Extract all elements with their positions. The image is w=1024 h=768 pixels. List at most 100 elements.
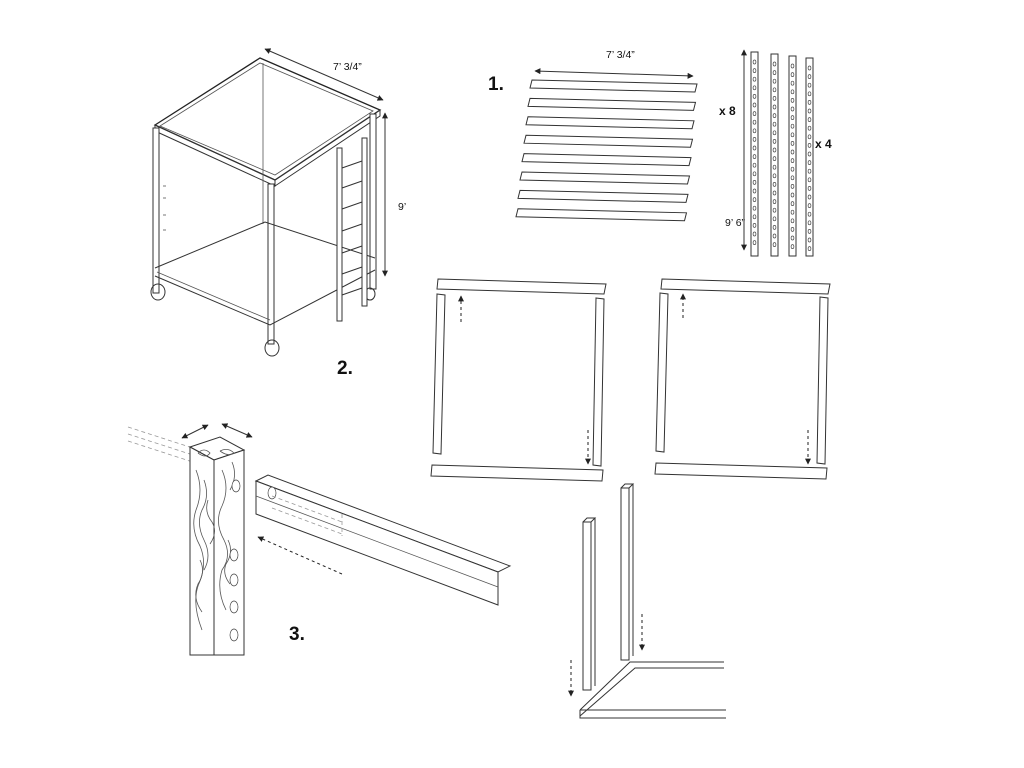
post-hole bbox=[752, 240, 757, 245]
post-hole bbox=[772, 121, 777, 127]
post-hole bbox=[790, 63, 795, 69]
post-hole bbox=[772, 190, 777, 196]
post-hole bbox=[752, 119, 757, 125]
post-hole bbox=[790, 201, 795, 206]
post-hole bbox=[807, 160, 812, 165]
cube-height-label: 9’ bbox=[398, 201, 406, 213]
post-hole bbox=[807, 151, 812, 157]
post-hole bbox=[752, 128, 757, 134]
post-hole bbox=[790, 184, 795, 189]
post-hole bbox=[790, 244, 795, 249]
post-hole bbox=[752, 154, 757, 159]
post-hole bbox=[790, 209, 795, 215]
post-hole bbox=[772, 164, 777, 170]
post-hole bbox=[790, 158, 795, 163]
post-hole bbox=[752, 180, 757, 185]
step-2-number: 2. bbox=[337, 358, 353, 379]
post-hole bbox=[807, 186, 812, 191]
post-piece bbox=[750, 51, 759, 257]
post-hole bbox=[807, 168, 812, 174]
post-hole bbox=[807, 125, 812, 131]
post-hole bbox=[807, 220, 812, 226]
post-hole bbox=[807, 246, 812, 251]
crossbar-piece bbox=[517, 189, 689, 203]
post-hole bbox=[790, 166, 795, 172]
crossbars: 7’ 3/4” x 8 bbox=[515, 49, 736, 222]
post-hole bbox=[752, 76, 757, 82]
joint-detail bbox=[127, 423, 512, 656]
post-hole bbox=[807, 108, 812, 114]
post-hole bbox=[790, 115, 795, 120]
dimension-arrow-icon bbox=[221, 423, 253, 438]
post-hole bbox=[772, 61, 777, 67]
crossbar-piece bbox=[521, 153, 692, 167]
post-hole bbox=[772, 199, 777, 204]
post-hole bbox=[807, 117, 812, 122]
crossbar-piece bbox=[523, 134, 694, 148]
post-hole bbox=[790, 235, 795, 241]
post-hole bbox=[752, 145, 757, 151]
post-hole bbox=[790, 149, 795, 155]
post-hole bbox=[807, 143, 812, 148]
post-hole bbox=[752, 214, 757, 220]
dimension-arrow-icon bbox=[264, 48, 384, 101]
dashed-arrow-icon bbox=[257, 536, 343, 575]
post-hole bbox=[790, 175, 795, 181]
post-hole bbox=[790, 106, 795, 112]
post-hole bbox=[752, 68, 757, 73]
post-hole bbox=[807, 100, 812, 105]
post-hole bbox=[790, 89, 795, 95]
step-3-number: 3. bbox=[289, 624, 305, 645]
frame-left bbox=[430, 278, 607, 482]
post-hole bbox=[772, 113, 777, 118]
post-hole bbox=[790, 80, 795, 86]
crossbar-piece bbox=[527, 97, 697, 111]
post-hole bbox=[807, 82, 812, 88]
post-hole bbox=[772, 104, 777, 110]
crossbar-length-label: 7’ 3/4” bbox=[606, 49, 635, 61]
post-hole bbox=[790, 192, 795, 198]
post-piece bbox=[770, 53, 779, 257]
post-hole bbox=[752, 94, 757, 99]
post-hole bbox=[752, 137, 757, 142]
post-hole bbox=[772, 96, 777, 101]
cube-width-label: 7’ 3/4” bbox=[333, 61, 362, 73]
post-hole bbox=[772, 130, 777, 136]
post-hole bbox=[752, 162, 757, 168]
post-hole bbox=[807, 91, 812, 97]
post-length-label: 9’ 6” bbox=[725, 217, 746, 229]
post-hole bbox=[790, 141, 795, 146]
post-hole bbox=[790, 132, 795, 138]
post-hole bbox=[752, 85, 757, 91]
crossbar-piece bbox=[525, 116, 695, 130]
post-hole bbox=[807, 74, 812, 79]
post-hole bbox=[807, 237, 812, 243]
post-hole bbox=[772, 70, 777, 75]
post-piece bbox=[805, 57, 814, 257]
post-hole bbox=[752, 171, 757, 177]
post-hole bbox=[807, 211, 812, 217]
dimension-arrow-icon bbox=[534, 68, 694, 79]
post-hole bbox=[772, 139, 777, 144]
post-hole bbox=[807, 177, 812, 183]
posts: 9’ 6” x 4 bbox=[725, 49, 832, 257]
post-piece bbox=[788, 55, 797, 257]
post-hole bbox=[790, 72, 795, 77]
post-hole bbox=[807, 65, 812, 71]
post-hole bbox=[807, 194, 812, 200]
post-hole bbox=[752, 197, 757, 202]
corner-post-insertion bbox=[568, 483, 726, 719]
post-hole bbox=[772, 242, 777, 247]
post-hole bbox=[772, 173, 777, 179]
step-1-number: 1. bbox=[488, 74, 504, 95]
crossbar-piece bbox=[515, 208, 688, 222]
crossbar-quantity: x 8 bbox=[719, 104, 736, 118]
post-hole bbox=[752, 188, 757, 194]
post-hole bbox=[752, 102, 757, 108]
assembled-cube: 7’ 3/4” 9’ bbox=[150, 48, 406, 357]
post-hole bbox=[752, 205, 757, 211]
post-hole bbox=[807, 134, 812, 140]
post-hole bbox=[772, 207, 777, 213]
post-hole bbox=[807, 203, 812, 208]
